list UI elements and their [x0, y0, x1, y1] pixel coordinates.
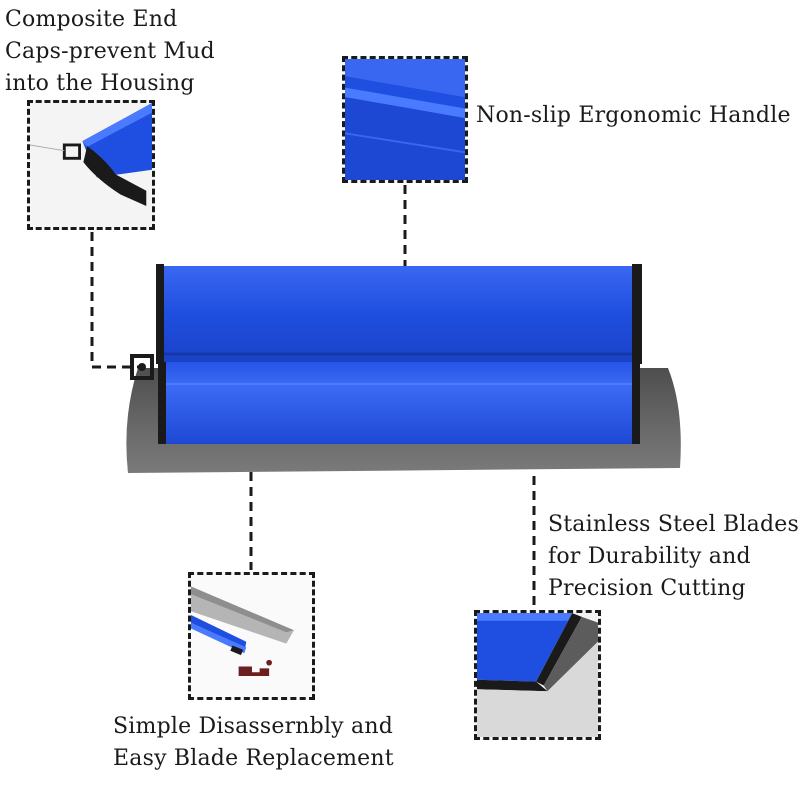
blade-edge-closeup-icon	[477, 613, 598, 737]
end-cap-clip	[130, 354, 154, 380]
handle-upper	[158, 266, 636, 362]
skimming-blade-product	[126, 264, 681, 473]
disassembly-detail-image	[188, 572, 315, 700]
end-cap-closeup-icon	[30, 103, 152, 227]
end-cap-right	[632, 264, 642, 364]
handle-callout: Non-slip Ergonomic Handle	[476, 103, 791, 128]
handle-closeup-icon	[345, 59, 465, 180]
disassembled-parts-icon	[191, 575, 312, 697]
disassembly-callout: Simple Disassernbly and Easy Blade Repla…	[113, 714, 394, 771]
handle-detail-image	[342, 56, 468, 183]
end-cap-detail-image	[27, 100, 155, 230]
end-caps-callout: Composite End Caps-prevent Mud into the …	[5, 7, 215, 96]
end-cap-left	[156, 264, 164, 364]
blade-detail-image	[474, 610, 601, 740]
blades-callout: Stainless Steel Blades for Durability an…	[548, 512, 799, 601]
handle-lower	[164, 360, 636, 444]
